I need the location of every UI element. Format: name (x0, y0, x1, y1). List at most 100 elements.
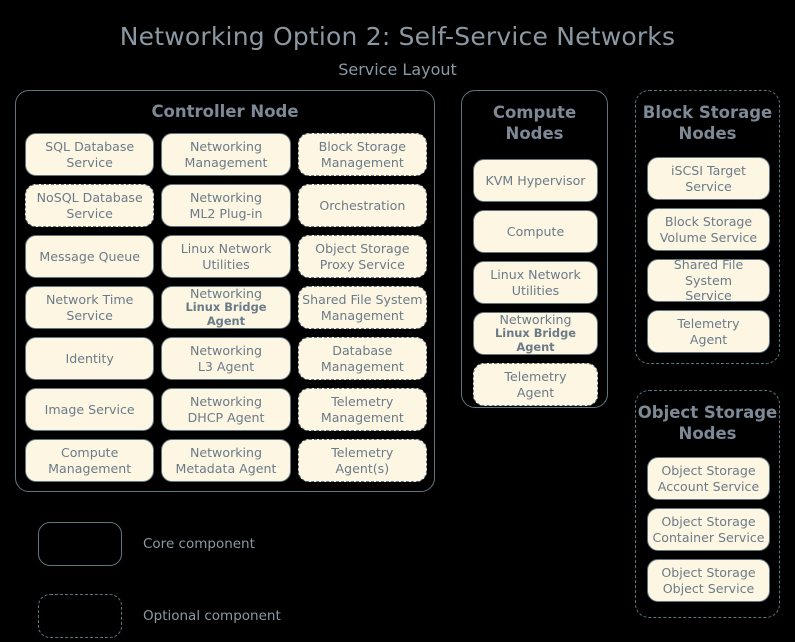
service-label-secondary: Linux Bridge Agent (185, 300, 267, 329)
service-label-primary: Compute (506, 223, 565, 239)
service-label-secondary: Management (320, 154, 404, 170)
legend-row-core: Core component (38, 518, 281, 570)
service-label-secondary: Service (66, 154, 113, 170)
service-label-secondary: Container Service (652, 529, 765, 545)
service-box[interactable]: Compute (473, 210, 598, 253)
service-label-primary: KVM Hypervisor (485, 172, 586, 188)
legend-label-optional: Optional component (143, 608, 281, 624)
service-label-secondary: Service (685, 288, 732, 304)
service-label-primary: Telemetry (504, 369, 567, 385)
object-storage-nodes-title: Object Storage Nodes (637, 403, 778, 444)
service-label-primary: Block Storage (664, 214, 753, 230)
legend-row-optional: Optional component (38, 590, 281, 642)
page-subtitle: Service Layout (338, 60, 457, 79)
service-box[interactable]: Orchestration (297, 184, 427, 227)
service-label-primary: Telemetry (331, 445, 394, 461)
legend: Core component Optional component (38, 518, 281, 642)
service-label-primary: Networking (189, 394, 263, 410)
service-label-secondary: Agent (689, 331, 728, 347)
service-label-primary: Image Service (44, 401, 135, 417)
service-label-primary: Object Storage (661, 463, 756, 479)
service-label-primary: Compute (60, 445, 119, 461)
service-label-primary: Networking (189, 343, 263, 359)
service-label-primary: Block Storage (318, 139, 406, 155)
service-label-primary: Networking (189, 139, 263, 155)
service-label-secondary: Utilities (511, 282, 560, 298)
service-label-primary: Object Storage (315, 241, 410, 257)
service-box[interactable]: Identity (25, 337, 155, 380)
service-label-primary: Object Storage (661, 565, 756, 581)
service-label-primary: NoSQL Database (36, 190, 143, 206)
legend-swatch-core (38, 522, 122, 566)
service-label-secondary: ML2 Plug-in (189, 205, 263, 221)
service-label-primary: Telemetry (331, 394, 394, 410)
service-box[interactable]: KVM Hypervisor (473, 159, 598, 202)
service-label-secondary: DHCP Agent (187, 409, 265, 425)
service-box[interactable]: Image Service (25, 388, 155, 431)
service-label-secondary: Agent (516, 384, 555, 400)
service-label-primary: Networking (189, 285, 263, 301)
page-title: Networking Option 2: Self-Service Networ… (119, 22, 676, 51)
service-label-secondary: Management (184, 154, 268, 170)
service-label-primary: Networking (189, 190, 263, 206)
service-label-secondary: Management (320, 358, 404, 374)
service-label-primary: SQL Database (45, 139, 135, 155)
service-label-primary: Networking (499, 311, 572, 327)
service-label-secondary: Service (685, 178, 732, 194)
service-label-primary: Message Queue (39, 248, 140, 264)
service-label-secondary: Account Service (657, 478, 760, 494)
controller-node-title: Controller Node (151, 102, 299, 121)
service-label-primary: Database (332, 343, 393, 359)
service-label-secondary: Volume Service (659, 229, 758, 245)
service-label-secondary: Service (66, 205, 113, 221)
service-label-secondary: Management (320, 307, 404, 323)
service-label-secondary: Linux Bridge Agent (495, 326, 576, 355)
service-box[interactable]: Message Queue (25, 235, 155, 278)
block-storage-nodes-title: Block Storage Nodes (642, 103, 773, 144)
service-label-primary: Linux Network (490, 267, 581, 283)
service-label-primary: Linux Network (180, 241, 272, 257)
service-label-secondary: Proxy Service (319, 256, 405, 272)
service-label-primary: iSCSI Target (671, 163, 746, 179)
legend-label-core: Core component (143, 536, 255, 552)
service-label-secondary: Agent(s) (335, 460, 390, 476)
service-label-primary: Networking (189, 445, 263, 461)
service-label-secondary: L3 Agent (197, 358, 255, 374)
service-label-secondary: Metadata Agent (175, 460, 277, 476)
service-label-secondary: Management (48, 460, 132, 476)
service-label-secondary: Utilities (202, 256, 250, 272)
